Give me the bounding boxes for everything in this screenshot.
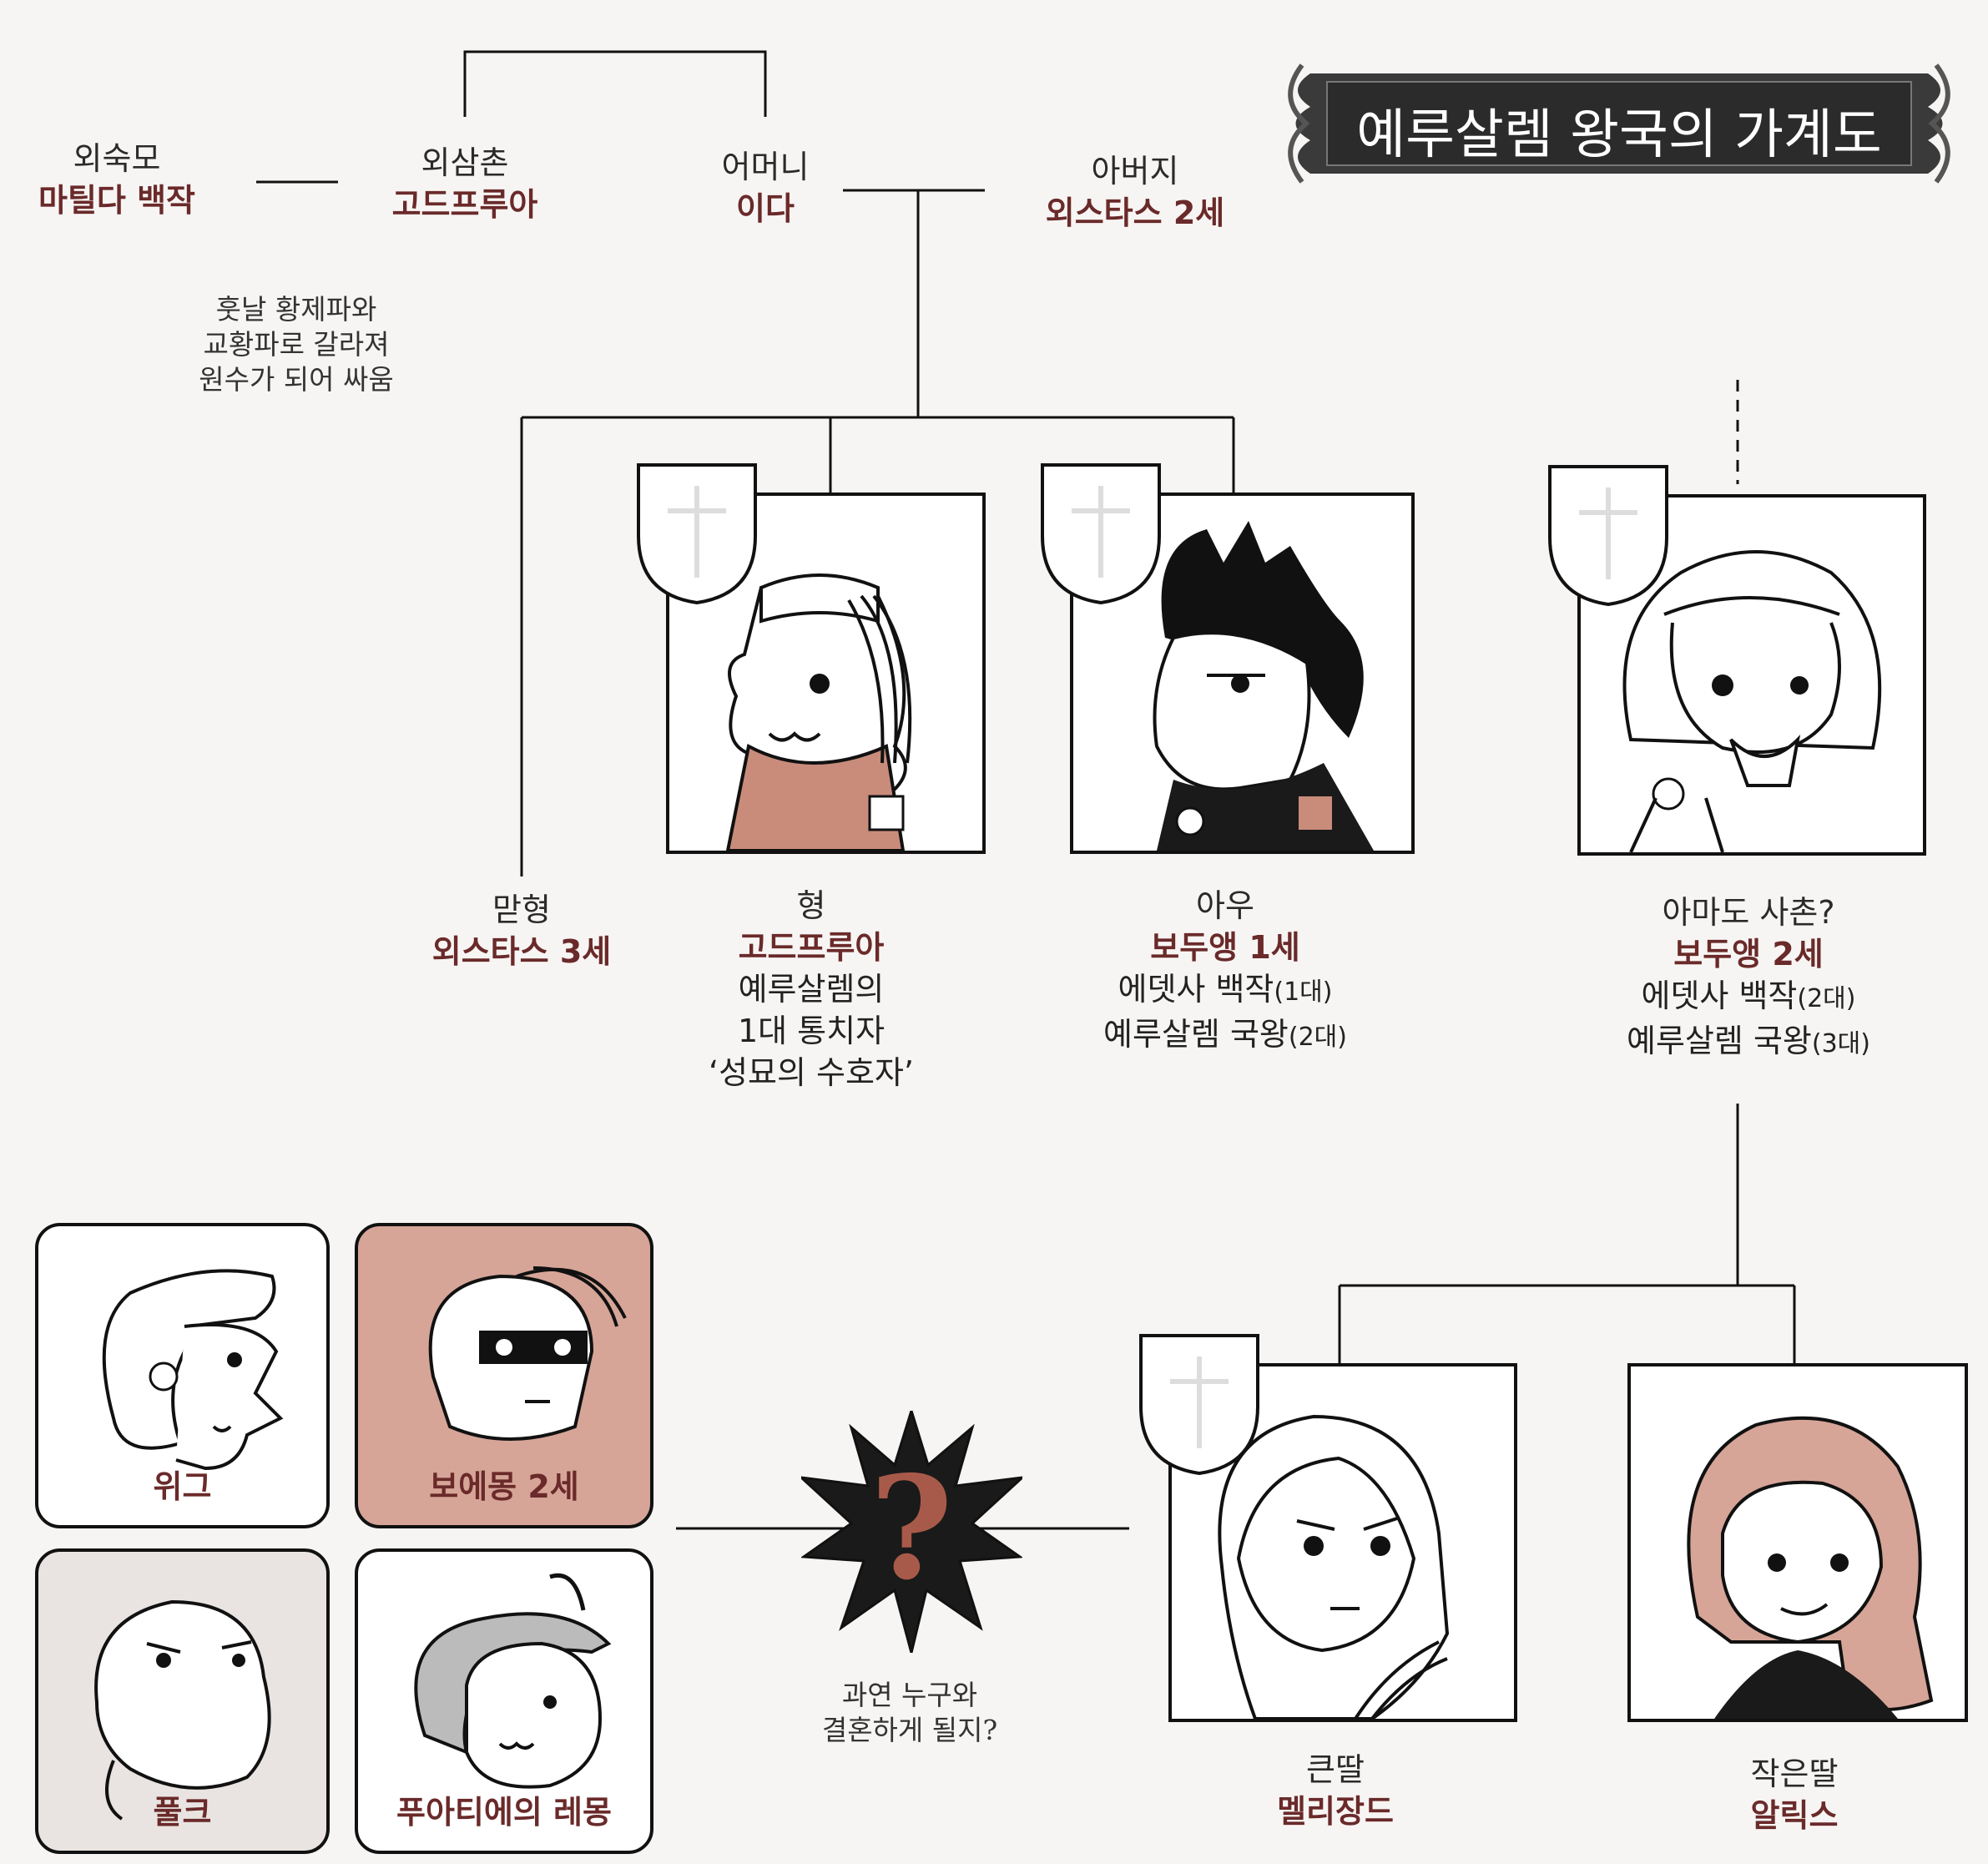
aunt-label: 외숙모 마틸다 백작: [38, 138, 195, 221]
elder-line: ‘성묘의 수호자’: [709, 1054, 914, 1091]
feud-note-line: 원수가 되어 싸움: [199, 363, 394, 396]
baldwin-ii-crest-icon: [1548, 465, 1668, 607]
daughter1-name: 멜리장드: [1277, 1793, 1394, 1830]
suitor-name: 푸아티에의 레몽: [396, 1794, 612, 1831]
portrait-melisende: [1139, 1334, 1517, 1722]
cousin-relation: 아마도 사촌?: [1662, 894, 1835, 931]
younger-line: 예루살렘 국왕(2대): [1103, 1013, 1347, 1058]
suitor-name: 풀크: [153, 1794, 212, 1831]
feud-note-line: 훗날 황제파와: [215, 293, 377, 326]
elder-line: 1대 통치자: [737, 1013, 886, 1049]
elder-label: 형 고드프루아 예루살렘의 1대 통치자 ‘성묘의 수호자’: [709, 885, 914, 1094]
feud-note: 훗날 황제파와 교황파로 갈라져 원수가 되어 싸움: [199, 292, 394, 397]
fulk-face: [94, 1599, 271, 1821]
eldest-label: 맏형 외스타스 3세: [432, 889, 611, 972]
question-burst-icon: ?: [801, 1411, 1022, 1653]
suitor-name: 보에몽 2세: [429, 1468, 579, 1505]
father-name: 외스타스 2세: [1045, 194, 1225, 231]
daughter2-relation: 작은딸: [1750, 1755, 1839, 1792]
suitor-card-hugh: 위그: [35, 1223, 330, 1528]
uncle-name: 고드프루아: [391, 186, 538, 223]
godfrey-face: [725, 573, 912, 851]
aunt-name: 마틸다 백작: [38, 182, 196, 219]
eldest-relation: 맏형: [492, 892, 551, 928]
cousin-line: 에뎃사 백작(2대): [1627, 975, 1870, 1020]
daughter1-label: 큰딸 멜리장드: [1277, 1749, 1394, 1832]
cousin-name: 보두앵 2세: [1673, 936, 1824, 972]
daughter1-relation: 큰딸: [1306, 1751, 1365, 1788]
younger-line: 에뎃사 백작(1대): [1103, 968, 1347, 1013]
portrait-baldwin-i: [1041, 463, 1415, 854]
younger-label: 아우 보두앵 1세 에뎃사 백작(1대) 예루살렘 국왕(2대): [1103, 885, 1347, 1058]
elder-relation: 형: [796, 887, 826, 924]
cousin-title-order: (3대): [1811, 1029, 1870, 1058]
cousin-title: 예루살렘 국왕: [1627, 1023, 1812, 1059]
aunt-relation: 외숙모: [73, 140, 161, 177]
raymond-face: [414, 1574, 612, 1789]
daughter2-name: 알릭스: [1750, 1797, 1839, 1834]
alice-face: [1687, 1416, 1934, 1719]
elder-name: 고드프루아: [738, 929, 885, 966]
younger-title: 에뎃사 백작: [1118, 971, 1274, 1008]
younger-title: 예루살렘 국왕: [1103, 1016, 1289, 1053]
godfrey-crest-icon: [637, 463, 757, 605]
marriage-note: 과연 누구와 결혼하게 될지?: [822, 1678, 997, 1748]
page-title: 예루살렘 왕국의 가계도: [1356, 104, 1882, 166]
suitor-card-fulk: 풀크: [35, 1548, 330, 1854]
suitor-card-raymond: 푸아티에의 레몽: [355, 1548, 653, 1854]
hugh-face: [102, 1269, 284, 1471]
younger-title-order: (1대): [1274, 977, 1333, 1007]
younger-name: 보두앵 1세: [1150, 929, 1300, 966]
mother-label: 어머니 이다: [722, 146, 810, 230]
eldest-name: 외스타스 3세: [431, 933, 612, 970]
baldwin-i-face: [1153, 521, 1374, 851]
cousin-line: 예루살렘 국왕(3대): [1627, 1020, 1870, 1065]
suitor-card-bohemond: 보에몽 2세: [355, 1223, 653, 1528]
marriage-note-line: 결혼하게 될지?: [821, 1714, 998, 1746]
mother-name: 이다: [736, 190, 795, 227]
portrait-godfrey: [637, 463, 986, 854]
bohemond-face: [428, 1266, 627, 1441]
baldwin-i-crest-icon: [1041, 463, 1161, 605]
uncle-label: 외삼촌 고드프루아: [392, 142, 538, 225]
uncle-relation: 외삼촌: [421, 144, 509, 181]
cousin-label: 아마도 사촌? 보두앵 2세 에뎃사 백작(2대) 예루살렘 국왕(3대): [1627, 892, 1870, 1065]
father-label: 아버지 외스타스 2세: [1046, 150, 1224, 234]
marriage-note-line: 과연 누구와: [841, 1679, 978, 1711]
younger-relation: 아우: [1196, 887, 1254, 924]
baldwin-ii-face: [1622, 550, 1882, 852]
father-relation: 아버지: [1091, 153, 1179, 189]
melisende-crest-icon: [1139, 1334, 1259, 1476]
melisende-face: [1218, 1414, 1450, 1719]
question-mark: ?: [870, 1445, 953, 1612]
title-banner: [1288, 63, 1950, 184]
cousin-title: 에뎃사 백작: [1641, 977, 1798, 1014]
elder-line: 예루살렘의: [738, 971, 885, 1008]
portrait-baldwin-ii: [1548, 465, 1926, 856]
daughter2-label: 작은딸 알릭스: [1751, 1753, 1839, 1836]
suitor-name: 위그: [153, 1468, 212, 1505]
feud-note-line: 교황파로 갈라져: [203, 328, 390, 361]
cousin-title-order: (2대): [1797, 984, 1856, 1013]
mother-relation: 어머니: [721, 149, 810, 185]
younger-title-order: (2대): [1288, 1023, 1347, 1052]
portrait-alice: [1627, 1363, 1968, 1722]
